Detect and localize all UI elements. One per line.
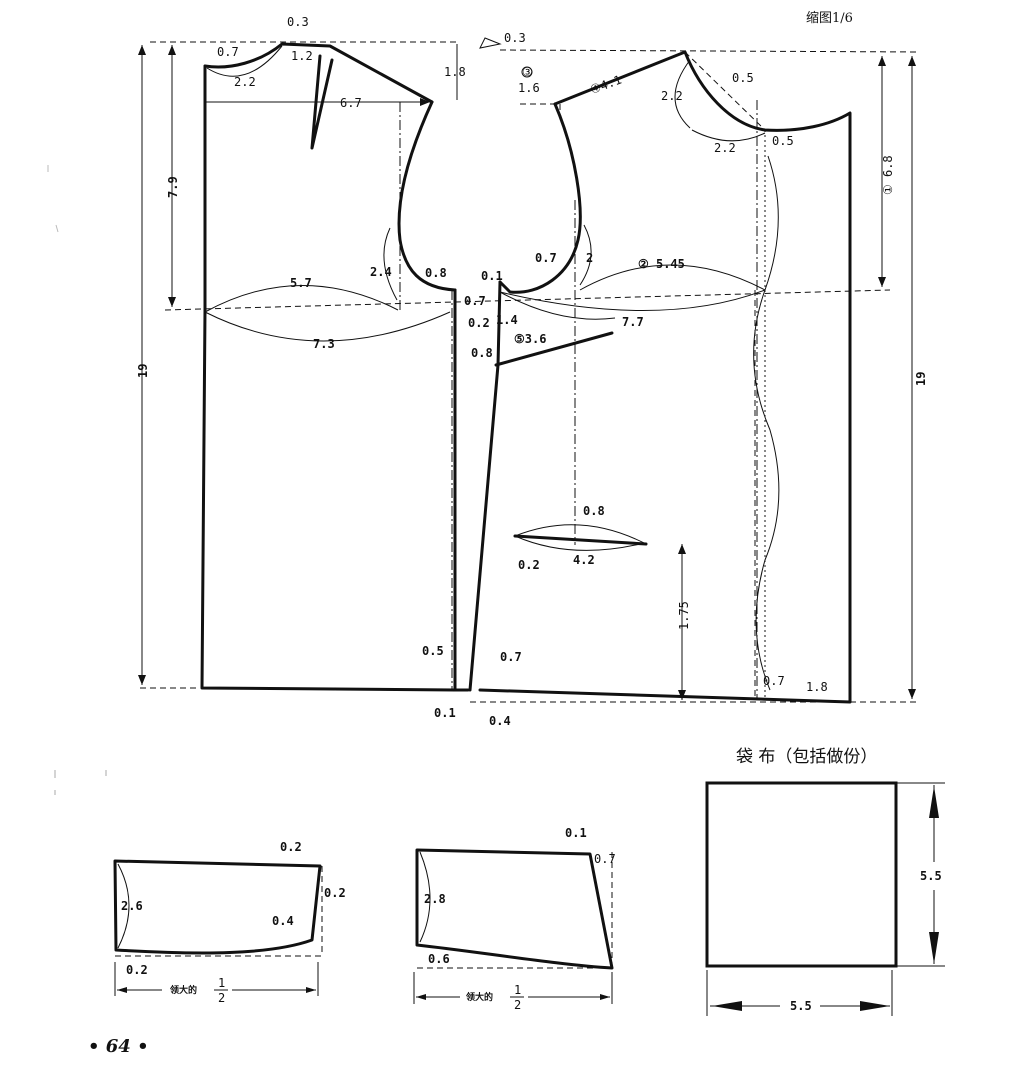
collar2-label-0-1: 0.1 [565, 826, 587, 840]
collar-piece-2: 0.1 0.7 2.8 0.6 领大的 1 2 [413, 826, 616, 1012]
collar1-fraction-den: 2 [218, 991, 225, 1005]
collar2-width-caption: 领大的 [466, 991, 493, 1003]
collar1-fraction-num: 1 [218, 976, 225, 990]
collar1-label-0-2-top: 0.2 [280, 840, 302, 854]
pocket-cloth-rect [705, 781, 898, 968]
collar2-label-0-6: 0.6 [428, 952, 450, 966]
label-0-2-dart: 0.2 [468, 316, 490, 330]
label-19-left: 19 [136, 364, 150, 378]
collar2-label-0-7: 0.7 [594, 852, 616, 866]
label-2-2-bottom: 2.2 [714, 141, 736, 155]
scan-marks [47, 165, 107, 795]
collar2-fraction-num: 1 [514, 983, 521, 997]
label-0-8-dart: 0.8 [471, 346, 493, 360]
front-panel-outline [468, 50, 852, 704]
label-neck-0-3: 0.3 [287, 15, 309, 29]
collar1-label-0-2-bottom: 0.2 [126, 963, 148, 977]
back-panel-outline [200, 42, 470, 692]
label-circle-3: ③ [522, 65, 533, 79]
pocket-height-label: 5.5 [920, 869, 942, 883]
pattern-labels: 0.3 0.7 1.2 2.2 6.7 1.8 0.3 ③ 1.6 ④4.1 0… [136, 15, 928, 728]
label-circle-4: ④4.1 [588, 73, 623, 97]
label-4-2: 4.2 [573, 553, 595, 567]
scale-note: 缩图1/6 [806, 10, 853, 26]
label-circle-1: ① 6.8 [881, 155, 895, 195]
label-0-8-pocket: 0.8 [583, 504, 605, 518]
label-0-1-top: 0.1 [481, 269, 503, 283]
collar1-label-2-6: 2.6 [121, 899, 143, 913]
label-0-8-armhole: 0.8 [425, 266, 447, 280]
pocket-cloth: 袋 布（包括做份） 5.5 5.5 [705, 747, 945, 1016]
label-1-8: 1.8 [444, 65, 466, 79]
label-5-7: 5.7 [290, 276, 312, 290]
label-0-5-hem: 0.5 [422, 644, 444, 658]
label-7-7: 7.7 [622, 315, 644, 329]
label-0-1-hem: 0.1 [434, 706, 456, 720]
construction-lines [140, 41, 921, 703]
label-6-7: 6.7 [340, 96, 362, 110]
label-2-2: 2.2 [234, 75, 256, 89]
label-2: 2 [586, 251, 593, 265]
label-0-2-pocket: 0.2 [518, 558, 540, 572]
label-1-8-right-hem: 1.8 [806, 680, 828, 694]
dimension-lines [138, 37, 916, 700]
label-1-4: 1.4 [496, 313, 518, 327]
label-0-7-right-hem: 0.7 [763, 674, 785, 688]
label-2-2-right: 2.2 [661, 89, 683, 103]
label-1-75: 1.75 [677, 601, 691, 630]
page-number: • 64 • [88, 1036, 149, 1057]
label-0-7-hem: 0.7 [500, 650, 522, 664]
collar1-label-0-4: 0.4 [272, 914, 294, 928]
label-0-5-top: 0.5 [732, 71, 754, 85]
label-7-3: 7.3 [313, 337, 335, 351]
collar1-width-caption: 领大的 [170, 984, 197, 996]
label-circle-5: ⑤3.6 [514, 332, 546, 346]
collar-piece-1: 0.2 0.2 2.6 0.4 0.2 领大的 1 2 [113, 840, 346, 1005]
label-0-3-right: 0.3 [504, 31, 526, 45]
pocket-width-label: 5.5 [790, 999, 812, 1013]
collar2-fraction-den: 2 [514, 998, 521, 1012]
label-0-5-right: 0.5 [772, 134, 794, 148]
label-neck-0-7: 0.7 [217, 45, 239, 59]
label-1-2: 1.2 [291, 49, 313, 63]
label-7-9: 7.9 [166, 176, 180, 198]
label-19-right: 19 [914, 372, 928, 386]
label-circle-2: ② 5.45 [638, 257, 685, 271]
label-1-6: 1.6 [518, 81, 540, 95]
pocket-cloth-title: 袋 布（包括做份） [736, 747, 877, 767]
label-2-4: 2.4 [370, 265, 392, 279]
collar1-label-0-2-side: 0.2 [324, 886, 346, 900]
label-0-4-hem: 0.4 [489, 714, 511, 728]
label-0-7-front: 0.7 [535, 251, 557, 265]
collar2-label-2-8: 2.8 [424, 892, 446, 906]
label-0-7-side: 0.7 [464, 294, 486, 308]
